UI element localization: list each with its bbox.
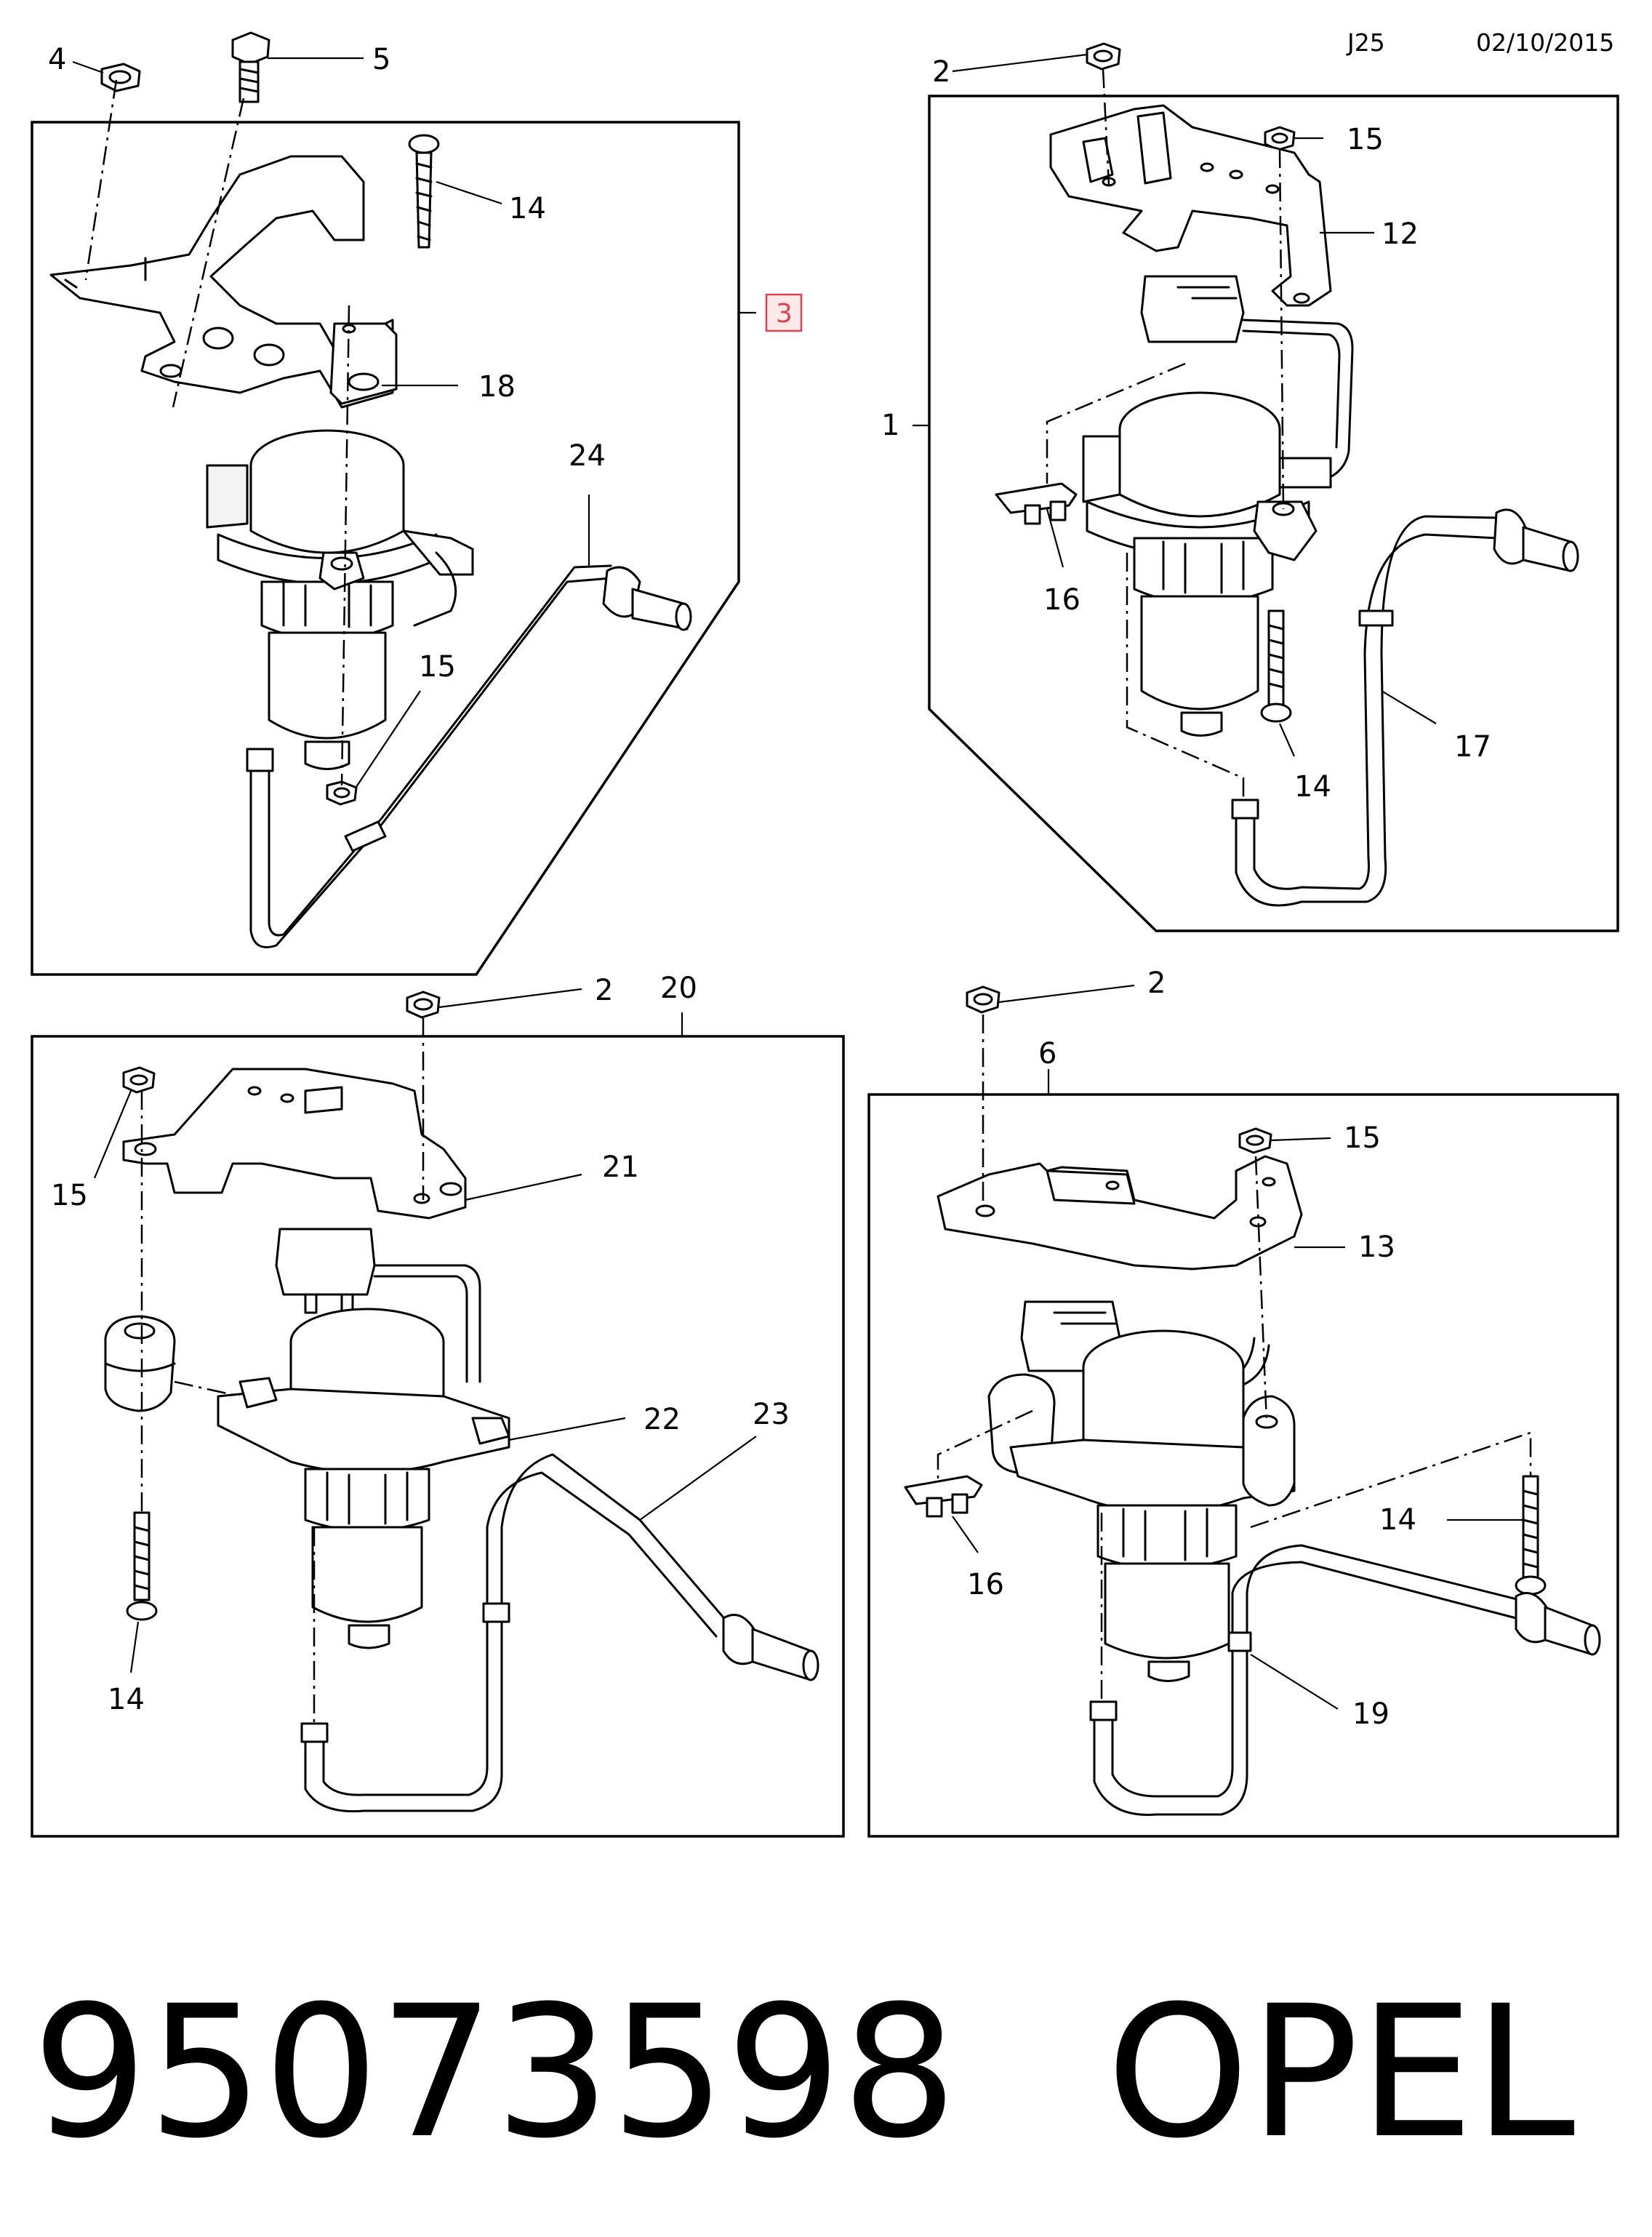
electrical-connector: [275, 1228, 481, 1383]
part-number: 95073598: [32, 1966, 958, 2178]
callout-23: 23: [753, 1398, 790, 1431]
callout-6: 6: [1038, 1037, 1056, 1071]
vacuum-hose: [1089, 1544, 1601, 1816]
nut-icon: [1238, 1127, 1272, 1154]
electrical-connector: [1140, 275, 1354, 481]
callout-22: 22: [643, 1403, 681, 1436]
vacuum-pump: [217, 1308, 510, 1649]
nut-icon: [1086, 42, 1121, 71]
pump-bracket: [49, 155, 398, 409]
panel-2: 2 15 12 1 16 17 14: [881, 42, 1619, 932]
nut-icon: [1264, 126, 1296, 151]
diagram-date: 02/10/2015: [1476, 28, 1614, 57]
pump-bracket: [937, 1155, 1303, 1270]
callout-12: 12: [1382, 217, 1419, 251]
callout-19: 19: [1352, 1697, 1390, 1731]
callout-15: 15: [1347, 123, 1384, 156]
nut-icon: [966, 985, 1001, 1014]
bolt-icon: [231, 31, 270, 103]
vacuum-hose: [1231, 508, 1579, 907]
footer-caption: 95073598 OPEL: [32, 1967, 1617, 2178]
callout-15: 15: [1344, 1121, 1381, 1155]
centre-line: [1102, 68, 1110, 186]
vacuum-hose: [300, 1453, 819, 1813]
nut-icon: [406, 991, 441, 1019]
callout-16: 16: [967, 1568, 1004, 1601]
callout-4: 4: [48, 43, 66, 76]
panel-4-frame: [867, 1093, 1619, 1838]
callout-5: 5: [372, 43, 390, 76]
callout-18: 18: [478, 370, 516, 404]
screw-icon: [408, 134, 440, 249]
callout-17: 17: [1454, 730, 1491, 764]
screw-icon: [1515, 1475, 1547, 1596]
callout-16: 16: [1043, 583, 1080, 617]
callout-2: 2: [1147, 967, 1166, 1000]
callout-15: 15: [51, 1179, 88, 1212]
panel-3-frame: [31, 1035, 845, 1838]
rubber-mount: [104, 1315, 176, 1412]
callout-14: 14: [1379, 1503, 1416, 1537]
callout-2: 2: [595, 974, 613, 1007]
vacuum-pump: [987, 1329, 1296, 1682]
diagram-code: J25: [1346, 28, 1385, 57]
hose-clip: [904, 1475, 983, 1518]
centre-line: [1046, 362, 1186, 484]
nut-icon: [326, 780, 358, 806]
panel-1: 4 5 14 3 18 24 15: [31, 31, 803, 976]
callout-13: 13: [1358, 1230, 1395, 1264]
screw-icon: [1260, 609, 1292, 723]
centre-line: [1278, 148, 1285, 510]
panel-1-frame: [31, 121, 740, 976]
hose-clip: [995, 482, 1078, 525]
centre-line: [340, 305, 350, 786]
vacuum-hose: [246, 564, 692, 948]
nut-icon: [100, 63, 141, 92]
centre-line: [937, 1409, 1033, 1484]
centre-line: [174, 1380, 241, 1398]
centre-line: [84, 79, 118, 281]
callout-24: 24: [569, 439, 606, 473]
callout-3: 3: [776, 299, 793, 329]
vacuum-pump: [206, 429, 474, 770]
pump-bracket: [1049, 104, 1332, 307]
pump-bracket: [122, 1068, 467, 1220]
highlight-box-3: [765, 293, 803, 332]
callout-2: 2: [932, 55, 950, 89]
callout-14: 14: [108, 1683, 145, 1716]
parts-exploded-diagram: J25 02/10/2015: [31, 28, 1619, 1838]
centre-line: [1254, 1156, 1268, 1422]
callout-14: 14: [1294, 770, 1331, 804]
callout-21: 21: [602, 1150, 639, 1184]
panel-3: 2 20 15 21 22 23 14: [31, 972, 845, 1838]
callout-1: 1: [881, 409, 899, 442]
nut-icon: [122, 1066, 156, 1094]
callout-15: 15: [419, 650, 456, 684]
panel-2-frame: [928, 95, 1619, 932]
callout-14: 14: [509, 192, 546, 225]
brand-name: OPEL: [1106, 1966, 1576, 2178]
centre-line: [1126, 553, 1245, 800]
callout-20: 20: [660, 972, 697, 1005]
panel-4: 2 6 15 13 14 16 19: [867, 967, 1619, 1838]
vacuum-pump: [1082, 391, 1332, 737]
screw-icon: [126, 1511, 158, 1621]
